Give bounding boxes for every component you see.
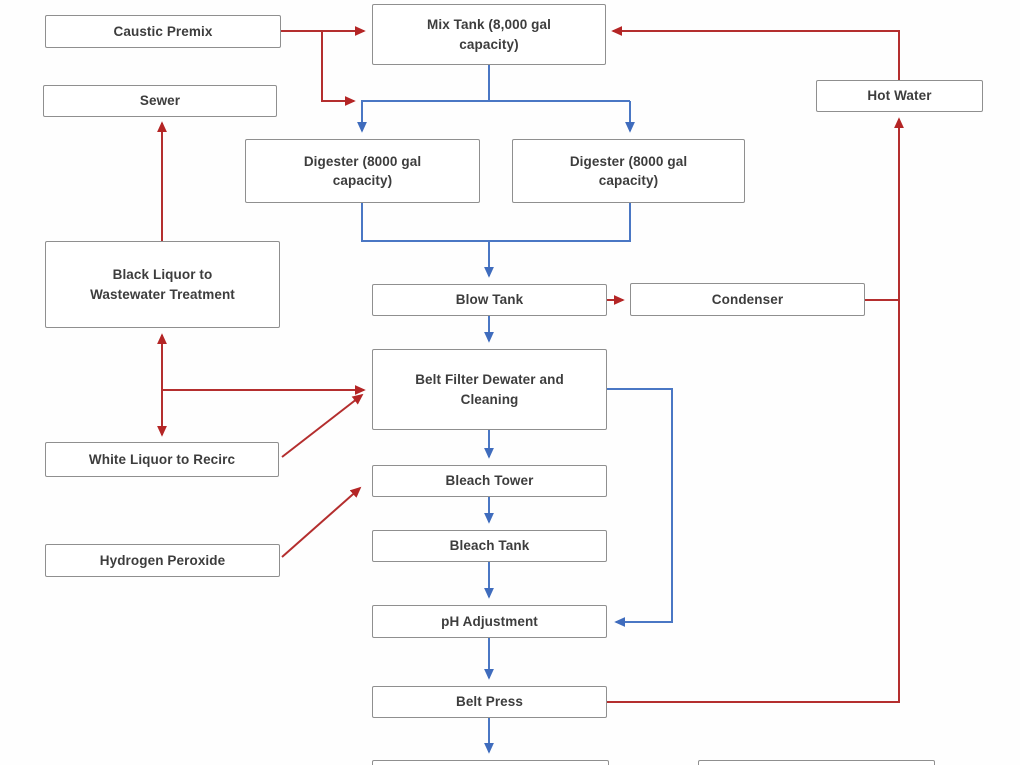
node-label: Digester (8000 gal capacity) (303, 153, 422, 188)
edge-caustic-digester-feed (321, 31, 356, 106)
node-label: Condenser (711, 291, 784, 307)
node-label: Digester (8000 gal capacity) (569, 153, 688, 188)
node-bleach-tank: Bleach Tank (372, 530, 607, 562)
node-hot-water: Hot Water (816, 80, 983, 112)
edge-hotwater-mixtank (611, 26, 900, 80)
node-digester-2: Digester (8000 gal capacity) (512, 139, 745, 203)
edge-h2o2-bleachtower (281, 486, 362, 558)
edge-beltfilter-ph-bypass (607, 388, 673, 627)
node-label: Caustic Premix (113, 23, 213, 39)
node-label: Belt Filter Dewater and Cleaning (415, 372, 564, 407)
node-caustic-premix: Caustic Premix (45, 15, 281, 48)
node-label: Sewer (139, 93, 181, 109)
node-ph-adjustment: pH Adjustment (372, 605, 607, 638)
node-belt-press: Belt Press (372, 686, 607, 718)
node-label: Hot Water (867, 88, 932, 104)
node-label: Belt Press (455, 694, 524, 710)
edge-whiteliquor-beltfilter (281, 393, 364, 458)
node-label: Bleach Tower (445, 473, 534, 489)
node-blow-tank: Blow Tank (372, 284, 607, 316)
node-condenser: Condenser (630, 283, 865, 316)
node-label: Black Liquor to Wastewater Treatment (90, 267, 235, 302)
node-sewer: Sewer (43, 85, 277, 117)
node-black-liquor-to-wastewater: Black Liquor to Wastewater Treatment (45, 241, 280, 328)
node-bleach-tower: Bleach Tower (372, 465, 607, 497)
node-hydrogen-peroxide: Hydrogen Peroxide (45, 544, 280, 577)
node-mix-tank: Mix Tank (8,000 gal capacity) (372, 4, 606, 65)
node-label: Blow Tank (455, 292, 524, 308)
node-digester-1: Digester (8000 gal capacity) (245, 139, 480, 203)
node-label: White Liquor to Recirc (88, 451, 236, 467)
node-label: Bleach Tank (449, 538, 530, 554)
node-label: Hydrogen Peroxide (99, 552, 226, 568)
node-label: Mix Tank (8,000 gal capacity) (427, 17, 551, 52)
node-label: pH Adjustment (441, 613, 538, 629)
node-bottom-partial-1 (372, 760, 609, 765)
edge-beltpress-hotwater (607, 117, 904, 703)
node-white-liquor-to-recirc: White Liquor to Recirc (45, 442, 279, 477)
node-belt-filter-dewater: Belt Filter Dewater and Cleaning (372, 349, 607, 430)
node-bottom-partial-2 (698, 760, 935, 765)
